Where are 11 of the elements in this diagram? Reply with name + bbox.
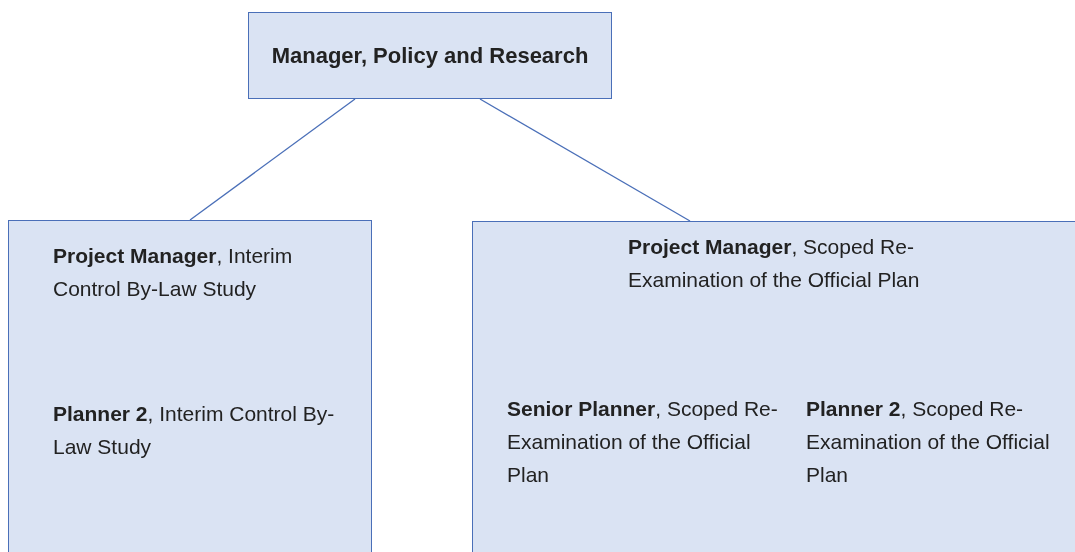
connector-line bbox=[479, 98, 691, 222]
role-text: Planner 2, Interim Control By-Law Study bbox=[53, 401, 336, 460]
role-text: Senior Planner, Scoped Re-Examination of the Official Plan bbox=[507, 396, 779, 488]
role-text: Manager, Policy and Research bbox=[271, 42, 589, 70]
role-text: Planner 2, Scoped Re-Examination of the Official Plan bbox=[806, 396, 1051, 488]
connector-line bbox=[189, 98, 356, 221]
role-text: Project Manager, Interim Control By-Law Study bbox=[53, 243, 294, 302]
role-text: Project Manager, Scoped Re-Examination of the Official Plan bbox=[628, 234, 921, 293]
team-box bbox=[472, 221, 1075, 552]
manager-box bbox=[248, 12, 612, 99]
team-box bbox=[8, 220, 372, 552]
